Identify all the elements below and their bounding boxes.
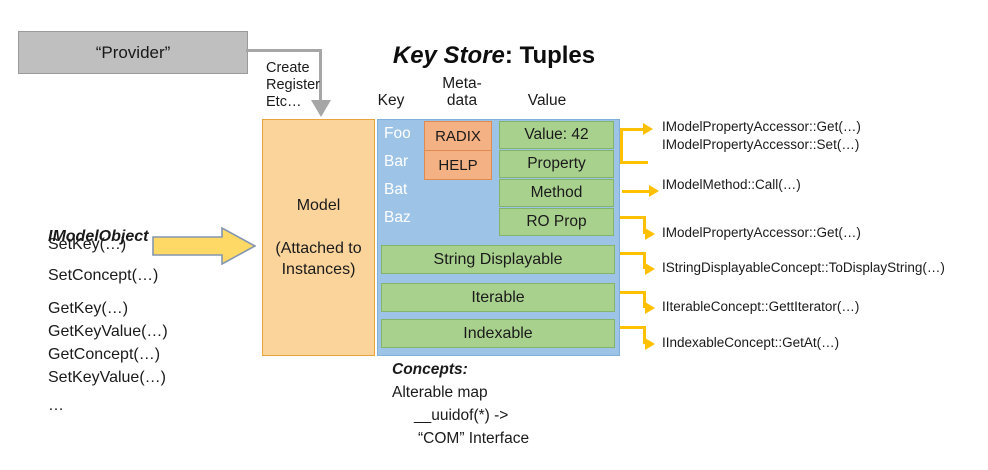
- model-box: Model (Attached to Instances): [262, 119, 375, 356]
- model-box-line3: Instances): [281, 261, 356, 278]
- api-method-getconcept: GetConcept(…): [48, 346, 161, 363]
- callout-3-line-1: IModelPropertyAccessor::Get(…): [662, 225, 861, 240]
- column-header-value: Value: [527, 92, 567, 109]
- callout-4-line-1: IStringDisplayableConcept::ToDisplayStri…: [662, 260, 945, 275]
- callout-4-text: IStringDisplayableConcept::ToDisplayStri…: [662, 259, 945, 277]
- value-cell-2: Method: [499, 179, 614, 207]
- provider-label: “Provider”: [95, 42, 171, 62]
- model-box-line2: (Attached to: [275, 240, 362, 257]
- callout-1-line-1: IModelPropertyAccessor::Get(…): [662, 119, 861, 134]
- value-cell-1: Property: [499, 150, 614, 178]
- api-method-getkey: GetKey(…): [48, 300, 129, 317]
- metadata-cell-radix: RADIX: [424, 121, 492, 151]
- connector-label-line-1: Create: [266, 60, 310, 76]
- provider-connector-horizontal: [246, 49, 322, 52]
- concepts-note-line-1: Alterable map: [392, 384, 488, 401]
- callout-1-arrowhead: [643, 123, 653, 135]
- callout-6-segment-vertical: [643, 326, 646, 344]
- column-header-metadata-line1: Meta-: [442, 75, 482, 92]
- callout-1-segment-horizontal-lower: [620, 161, 648, 164]
- page-title: Key Store: Tuples: [360, 42, 628, 70]
- provider-box: “Provider”: [18, 31, 248, 74]
- connector-label-line-3: Etc…: [266, 94, 302, 110]
- column-header-metadata-line2: data: [446, 92, 478, 109]
- provider-connector-label: Create Register Etc…: [266, 60, 320, 111]
- callout-2-line-1: IModelMethod::Call(…): [662, 177, 801, 192]
- key-cell-3: Baz: [384, 209, 411, 226]
- key-cell-1: Bar: [384, 153, 409, 170]
- column-header-metadata: Meta- data: [432, 75, 492, 109]
- callout-5-line-1: IIterableConcept::GettIterator(…): [662, 299, 860, 314]
- callout-2-arrowhead: [649, 185, 659, 197]
- model-box-line1: Model: [296, 197, 341, 214]
- concept-bar-string-displayable: String Displayable: [381, 245, 615, 274]
- title-rest-part: : Tuples: [504, 42, 596, 69]
- callout-3-segment-horizontal-upper: [620, 216, 646, 219]
- callout-1-line-2: IModelPropertyAccessor::Set(…): [662, 137, 860, 152]
- callout-3-segment-vertical: [643, 216, 646, 234]
- value-cell-0: Value: 42: [499, 121, 614, 149]
- metadata-cell-help: HELP: [424, 150, 492, 180]
- callout-3-arrowhead: [645, 228, 655, 240]
- callout-4-segment-horizontal-upper: [620, 252, 646, 255]
- provider-connector-vertical: [319, 49, 322, 103]
- callout-4-segment-vertical: [643, 252, 646, 269]
- api-method-setkeyvalue: SetKeyValue(…): [48, 369, 166, 386]
- callout-5-text: IIterableConcept::GettIterator(…): [662, 298, 859, 316]
- concepts-note-line-3: “COM” Interface: [418, 430, 530, 447]
- title-italic-part: Key Store: [392, 42, 505, 69]
- key-cell-0: Foo: [384, 125, 411, 142]
- concepts-note-line-2: __uuidof(*) ->: [414, 407, 509, 424]
- callout-1-segment-horizontal-upper: [620, 128, 644, 131]
- callout-1-text: IModelPropertyAccessor::Get(…) IModelPro…: [662, 118, 861, 154]
- callout-4-arrowhead: [645, 263, 655, 275]
- concepts-note-title: Concepts:: [392, 361, 468, 378]
- callout-5-arrowhead: [645, 302, 655, 314]
- api-method-setkey: SetKey(…): [48, 236, 127, 253]
- key-cell-2: Bat: [384, 181, 408, 198]
- api-method-setconcept: SetConcept(…): [48, 267, 159, 284]
- callout-6-segment-horizontal-upper: [620, 326, 646, 329]
- block-arrow-icon: [152, 227, 256, 265]
- concept-bar-indexable: Indexable: [381, 319, 615, 348]
- callout-2-segment-horizontal: [622, 190, 650, 193]
- imodelobject-title: IModelObject: [48, 228, 149, 245]
- api-method-getkeyvalue: GetKeyValue(…): [48, 323, 168, 340]
- callout-2-text: IModelMethod::Call(…): [662, 176, 801, 194]
- provider-connector-arrowhead: [311, 100, 331, 117]
- concept-bar-iterable: Iterable: [381, 283, 615, 312]
- callout-1-segment-vertical: [620, 128, 623, 164]
- column-header-key: Key: [377, 92, 405, 109]
- connector-label-line-2: Register: [266, 77, 320, 93]
- api-method-ellipsis: …: [48, 397, 64, 414]
- callout-5-segment-horizontal-upper: [620, 291, 646, 294]
- callout-6-text: IIndexableConcept::GetAt(…): [662, 334, 839, 352]
- callout-5-segment-vertical: [643, 291, 646, 308]
- callout-6-arrowhead: [645, 338, 655, 350]
- callout-3-text: IModelPropertyAccessor::Get(…): [662, 224, 861, 242]
- value-cell-3: RO Prop: [499, 208, 614, 236]
- callout-6-line-1: IIndexableConcept::GetAt(…): [662, 335, 840, 350]
